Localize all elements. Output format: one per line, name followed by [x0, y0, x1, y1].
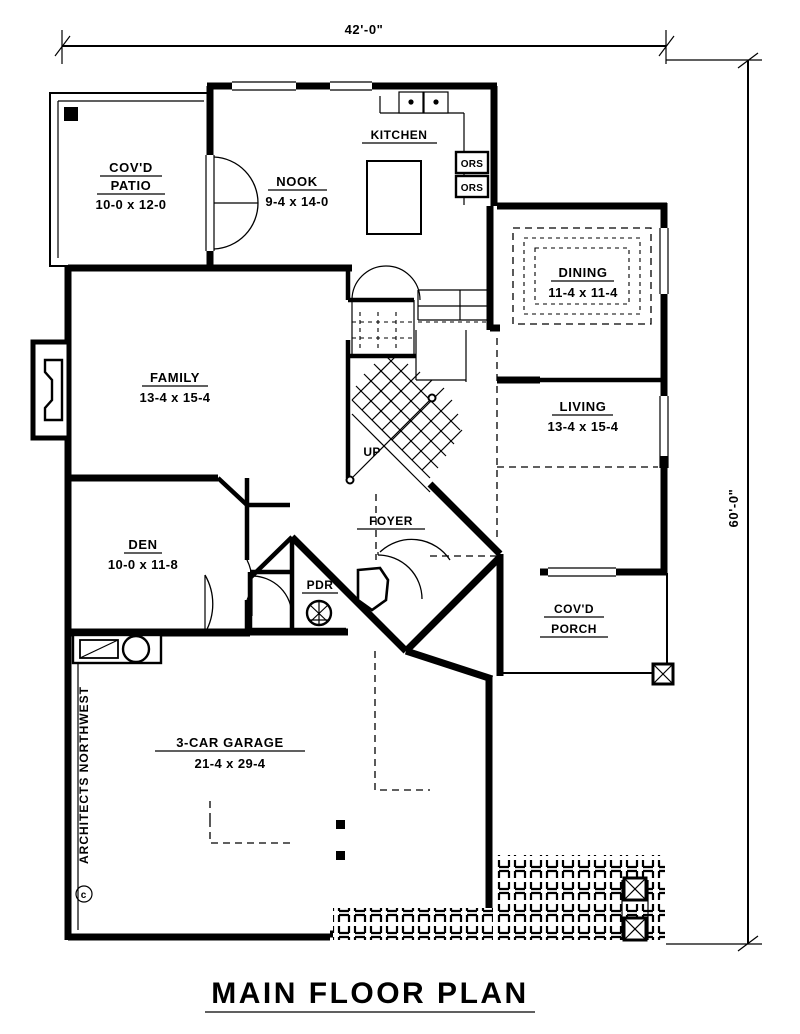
garage-name: 3-CAR GARAGE	[176, 735, 284, 750]
nook-name: NOOK	[276, 174, 317, 189]
kitchen-sink-icon	[398, 91, 449, 114]
den-dim: 10-0 x 11-8	[108, 557, 178, 572]
living-name: LIVING	[560, 399, 607, 414]
driveway-paving	[333, 855, 665, 942]
right-dimension: 60'-0"	[666, 52, 762, 952]
fireplace-icon	[30, 339, 72, 441]
covd-patio-name: COV'D	[109, 160, 153, 175]
dining-dim: 11-4 x 11-4	[548, 285, 618, 300]
room-family: FAMILY 13-4 x 15-4	[30, 264, 352, 482]
copyright-label: ARCHITECTS NORTHWEST	[77, 686, 91, 864]
wall-oven-icon: ORS ORS	[454, 150, 490, 199]
pdr-sink-icon	[305, 599, 333, 627]
oven-upper-label: ORS	[461, 159, 484, 170]
plan-title-block: MAIN FLOOR PLAN	[205, 977, 535, 1013]
copyright-symbol: c	[81, 890, 88, 901]
plan-title: MAIN FLOOR PLAN	[211, 977, 528, 1010]
room-covd-patio: COV'D PATIO 10-0 x 12-0	[49, 92, 213, 267]
covd-porch-name2: PORCH	[551, 622, 597, 636]
room-den: DEN 10-0 x 11-8	[64, 476, 290, 637]
copyright-block: c ARCHITECTS NORTHWEST	[75, 640, 93, 930]
room-foyer: FOYER	[289, 481, 504, 654]
family-name: FAMILY	[150, 370, 200, 385]
laundry-fixtures-icon	[71, 633, 163, 665]
stair-up-label: UP	[363, 445, 380, 459]
oven-lower-label: ORS	[461, 183, 484, 194]
room-kitchen: ORS ORS KITCHEN	[362, 86, 498, 235]
dining-name: DINING	[558, 265, 607, 280]
pdr-name: PDR	[307, 578, 334, 592]
staircase: UP	[345, 206, 500, 493]
nook-dim: 9-4 x 14-0	[265, 194, 328, 209]
covd-patio-dim: 10-0 x 12-0	[96, 197, 167, 212]
room-covd-porch: COV'D PORCH	[496, 572, 675, 686]
room-living: LIVING 13-4 x 15-4	[496, 338, 670, 578]
den-name: DEN	[128, 537, 157, 552]
covd-porch-name: COV'D	[554, 602, 594, 616]
kitchen-name: KITCHEN	[371, 128, 428, 142]
living-dim: 13-4 x 15-4	[548, 419, 619, 434]
pdr-toilet-icon	[356, 566, 390, 612]
room-pdr: PDR	[247, 535, 390, 633]
foyer-name: FOYER	[369, 514, 413, 528]
covd-patio-name2: PATIO	[111, 178, 152, 193]
overall-width-label: 42'-0"	[345, 22, 384, 37]
family-dim: 13-4 x 15-4	[140, 390, 211, 405]
top-dimension: 42'-0"	[54, 22, 675, 64]
room-nook: NOOK 9-4 x 14-0	[205, 80, 497, 270]
garage-dim: 21-4 x 29-4	[195, 756, 266, 771]
overall-depth-label: 60'-0"	[726, 489, 741, 528]
room-garage: 3-CAR GARAGE 21-4 x 29-4	[64, 628, 494, 941]
